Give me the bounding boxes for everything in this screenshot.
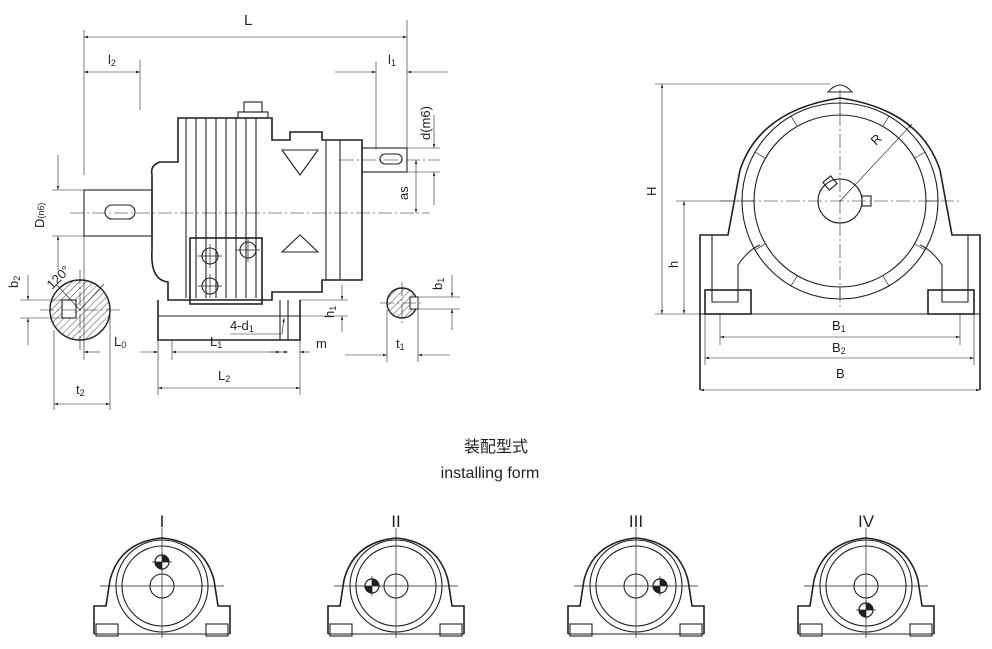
input-shaft-section: 120° b2 t2 xyxy=(6,263,120,410)
dim-label-b1: b1 xyxy=(430,278,446,290)
dim-label-L0: L0 xyxy=(114,334,126,350)
dim-label-l2: l2 xyxy=(108,52,116,68)
output-shaft-section: b1 t1 xyxy=(345,275,460,362)
installing-title-cn: 装配型式 xyxy=(464,438,528,456)
dim-label-d: d(m6) xyxy=(418,106,433,140)
installing-form-2: II xyxy=(327,512,465,638)
dim-label-L1: L1 xyxy=(210,334,222,350)
dim-label-t2: t2 xyxy=(76,382,85,398)
oil-plug-marker-icon xyxy=(856,600,876,620)
installing-form-3: III xyxy=(567,512,705,638)
dim-label-as: as xyxy=(396,186,411,200)
dim-label-H: H xyxy=(644,187,659,196)
dim-label-4d1: 4-d1 xyxy=(230,318,254,334)
dim-label-B2: B2 xyxy=(832,340,846,356)
installing-form-label: I xyxy=(160,512,165,531)
dim-label-R: R xyxy=(868,131,885,148)
dim-label-l1: l1 xyxy=(388,52,396,68)
dim-label-t1: t1 xyxy=(396,336,405,352)
dim-label-L2: L2 xyxy=(218,368,230,384)
dim-label-h: h xyxy=(666,261,681,268)
installing-form-1: I xyxy=(93,512,231,638)
installing-form-4: IV xyxy=(797,512,935,638)
installing-title-en: installing form xyxy=(441,465,540,482)
dim-label-L: L xyxy=(244,12,252,29)
dim-label-m: m xyxy=(316,336,327,351)
dim-label-D: D(n6) xyxy=(32,203,47,228)
side-view: L l2 l1 D(n6) xyxy=(6,12,460,410)
oil-plug-marker-icon xyxy=(152,552,172,572)
installing-form-label: IV xyxy=(858,512,875,531)
installing-form-label: III xyxy=(629,512,643,531)
cooling-ribs xyxy=(185,118,257,298)
dim-label-h1: h1 xyxy=(322,306,338,318)
oil-plug-marker-icon xyxy=(362,576,382,596)
oil-plug-marker-icon xyxy=(650,576,670,596)
end-view: R H h B1 B2 B xyxy=(644,83,981,392)
installing-form-label: II xyxy=(391,512,400,531)
dim-label-b2: b2 xyxy=(6,276,22,288)
dim-label-B: B xyxy=(836,366,845,381)
dim-label-B1: B1 xyxy=(832,318,846,334)
